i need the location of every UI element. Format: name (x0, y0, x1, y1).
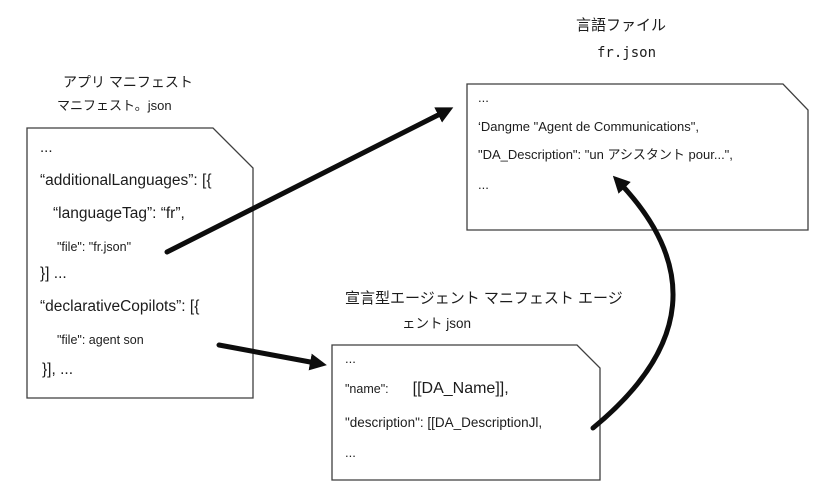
app-manifest-code-additional-languages: “additionalLanguages”: [{ (40, 172, 212, 189)
agent-manifest-title-line2: ェント json (402, 316, 472, 331)
agent-manifest-code-ellipsis-bottom: ... (345, 445, 356, 460)
language-file-title: 言語ファイル (576, 17, 667, 34)
agent-manifest-box-outline (331, 344, 601, 481)
arrow-manifest-to-agent-manifest (216, 342, 327, 371)
app-manifest-code-close-copilots: }], ... (42, 361, 74, 378)
app-manifest-title: アプリ マニフェスト (63, 74, 193, 90)
agent-manifest-code-name-line: "name": [[DA_Name]], (345, 380, 509, 398)
agent-manifest-code-name-key: "name": (345, 382, 389, 396)
app-manifest-code-language-tag: “languageTag”: “fr”, (53, 205, 185, 222)
app-manifest-code-close-languages: }] ... (40, 265, 67, 282)
app-manifest-code-declarative-copilots: “declarativeCopilots”: [{ (40, 298, 200, 315)
app-manifest-code-file-frjson: "file": "fr.json" (57, 240, 132, 254)
language-file-filename: fr.json (597, 45, 657, 61)
language-file-code-ellipsis-top: ... (478, 90, 489, 105)
arrow-manifest-to-language-file (164, 107, 454, 255)
language-file-box-outline (466, 83, 809, 231)
app-manifest-box-outline (26, 127, 254, 399)
language-file-code-da-description: "DA_Description": "un アシスタント pour...", (478, 147, 733, 162)
agent-manifest-code-ellipsis-top: ... (345, 351, 356, 366)
app-manifest-filename: マニフェスト。json (57, 98, 172, 113)
agent-manifest-code-name-value: [[DA_Name]], (412, 380, 509, 397)
language-file-code-ellipsis-bottom: ... (478, 177, 489, 192)
agent-manifest-title-line1: 宣言型エージェント マニフェスト エージ (345, 290, 623, 307)
app-manifest-code-file-agent: "file": agent son (57, 333, 144, 347)
agent-manifest-code-description-line: "description": [[DA_DescriptionJl, (345, 415, 543, 430)
language-file-code-da-name: ‘Dangme "Agent de Communications", (478, 119, 699, 134)
app-manifest-code-ellipsis-top: ... (40, 139, 53, 156)
arrow-agent-manifest-to-language-file-curved (590, 175, 676, 431)
